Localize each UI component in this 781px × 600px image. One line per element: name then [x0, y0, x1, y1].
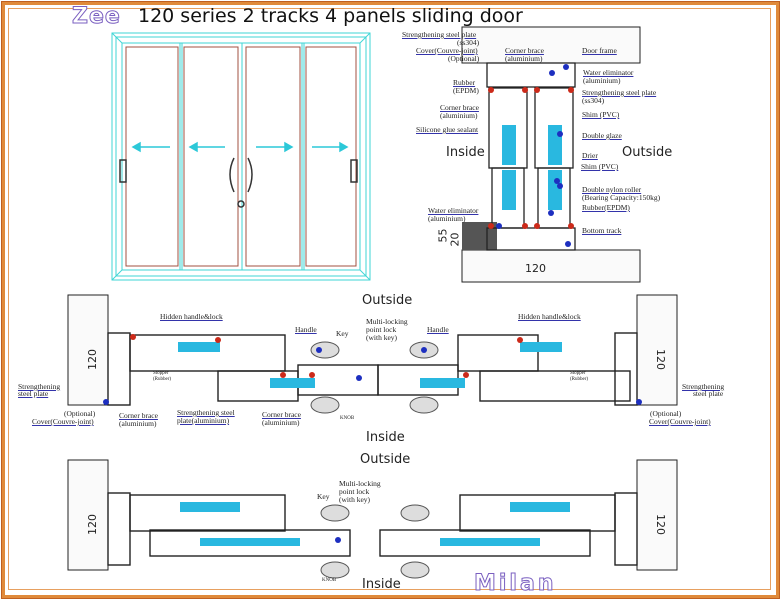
label: Stopper: [153, 371, 169, 376]
logo-zee: Zee: [72, 4, 121, 30]
label: (Optional): [64, 409, 96, 418]
inside-label: Inside: [362, 577, 401, 592]
label: Strengthening steel: [177, 408, 235, 417]
label: Double glaze: [582, 131, 622, 140]
outside-label: Outside: [622, 145, 673, 160]
label: Double nylon roller: [582, 185, 642, 194]
logo-milan: Milan: [473, 571, 557, 597]
dim-120: 120: [86, 514, 99, 535]
horizontal-section-2: [67, 459, 678, 579]
dim-120: 120: [86, 349, 99, 370]
label: plate(aluminium): [177, 416, 230, 425]
door-elevation: [111, 32, 371, 281]
label: steel plate: [18, 389, 49, 398]
label: (aluminium): [505, 54, 543, 63]
label: (Optional): [448, 54, 480, 63]
label: Hidden handle&lock: [160, 312, 223, 321]
label: Multi-locking: [339, 479, 381, 488]
label: Corner brace: [262, 410, 301, 419]
label: Rubber(EPDM): [582, 203, 630, 212]
label: Water eliminator: [428, 206, 479, 215]
dim-20: 20: [448, 232, 462, 247]
label: (Optional): [650, 409, 682, 418]
horizontal-section-1: [67, 294, 678, 414]
label: KNOB: [340, 416, 355, 421]
label: (Rubber): [570, 377, 589, 382]
label: Shim (PVC): [582, 110, 620, 119]
label: (with key): [366, 333, 398, 342]
label: Cover(Couvre-joint): [649, 417, 711, 426]
label: Bottom track: [582, 226, 622, 235]
label: Hidden handle&lock: [518, 312, 581, 321]
label: Silicone glue sealant: [416, 125, 479, 134]
label: point lock: [339, 487, 370, 496]
label: Shim (PVC): [581, 162, 619, 171]
label: Corner brace: [440, 103, 479, 112]
label: point lock: [366, 325, 397, 334]
inside-label: Inside: [366, 430, 405, 445]
label: Cover(Couvre-joint): [32, 417, 94, 426]
dim-120: 120: [654, 349, 667, 370]
label: (with key): [339, 495, 371, 504]
label: Stopper: [570, 371, 586, 376]
outside-label: Outside: [360, 452, 411, 467]
page-title: 120 series 2 tracks 4 panels sliding doo…: [138, 5, 523, 27]
dim-120: 120: [525, 262, 546, 275]
label: (aluminium): [119, 419, 157, 428]
outside-label: Outside: [362, 293, 413, 308]
label: (aluminium): [428, 214, 466, 223]
label: Strengthening: [682, 382, 725, 391]
label: Corner brace: [119, 411, 158, 420]
label: Handle: [427, 325, 449, 334]
label: Cover(Couvre-joint): [416, 46, 478, 55]
page-inner-border: [8, 8, 771, 590]
label: Rubber: [453, 78, 476, 87]
label: (ss304): [457, 38, 480, 47]
label: Strengthening: [18, 382, 61, 391]
label: Key: [336, 329, 349, 338]
label: (aluminium): [262, 418, 300, 427]
label: (aluminium): [440, 111, 478, 120]
label: KNOB: [322, 578, 337, 583]
label: (ss304): [582, 96, 605, 105]
label: (EPDM): [453, 86, 479, 95]
dim-120: 120: [654, 514, 667, 535]
label: (aluminium): [583, 76, 621, 85]
label: Strengthening steel plate: [582, 88, 657, 97]
label: Key: [317, 492, 330, 501]
label: Door frame: [582, 46, 617, 55]
label: Corner brace: [505, 46, 544, 55]
label: Multi-locking: [366, 317, 408, 326]
door-handles: [119, 157, 358, 208]
label: Strengthening steel plate: [402, 30, 477, 39]
label: Handle: [295, 325, 317, 334]
label: Water eliminator: [583, 68, 634, 77]
vertical-section: [461, 26, 641, 283]
label: steel plate: [693, 389, 724, 398]
label: (Rubber): [153, 377, 172, 382]
label: (Bearing Capacity:150kg): [582, 193, 661, 202]
inside-label: Inside: [446, 145, 485, 160]
label: Drier: [582, 151, 598, 160]
